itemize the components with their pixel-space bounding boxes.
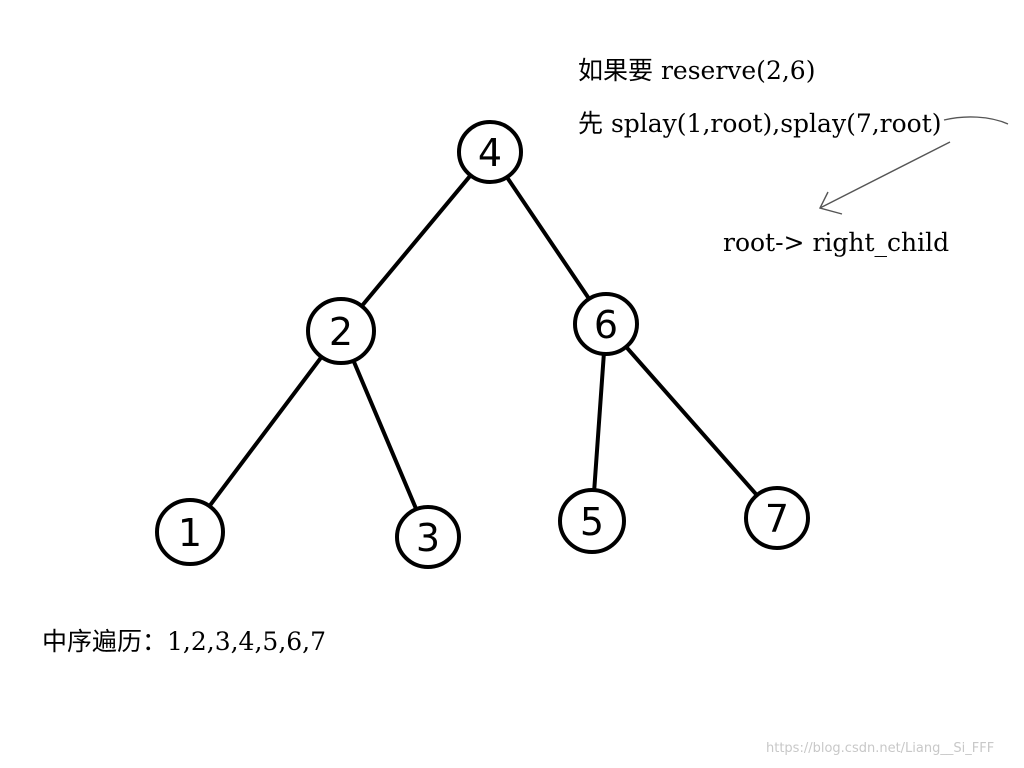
- note-reserve: 如果要 reserve(2,6): [578, 56, 816, 85]
- node-label: 4: [478, 131, 502, 175]
- tree-node-7: 7: [744, 486, 810, 550]
- note-splay: 先 splay(1,root),splay(7,root): [578, 109, 942, 138]
- strike-mark: [943, 116, 1009, 125]
- node-label: 1: [178, 511, 202, 555]
- watermark: https://blog.csdn.net/Liang__Si_FFF: [766, 741, 995, 756]
- edge-2-3: [351, 358, 418, 511]
- note-target: root-> right_child: [723, 228, 950, 257]
- node-label: 7: [765, 497, 789, 541]
- edge-4-2: [359, 173, 473, 309]
- node-label: 2: [329, 310, 353, 354]
- tree-node-5: 5: [558, 488, 626, 554]
- edge-2-1: [207, 354, 324, 509]
- tree-node-6: 6: [573, 292, 639, 356]
- node-label: 5: [580, 500, 604, 544]
- tree-node-3: 3: [395, 505, 461, 569]
- edge-6-5: [592, 352, 606, 493]
- annotation-marks: [818, 116, 1009, 215]
- node-label: 6: [594, 303, 618, 347]
- node-label: 3: [416, 516, 440, 560]
- node-circle: [155, 498, 225, 566]
- node-circle: [573, 292, 639, 356]
- node-circle: [744, 486, 810, 550]
- edge-4-6: [505, 175, 591, 301]
- tree-node-4: 4: [457, 120, 523, 184]
- edge-6-7: [624, 345, 759, 497]
- pointer-arrow-shaft: [819, 141, 951, 209]
- node-circle: [558, 488, 626, 554]
- node-circle: [395, 505, 461, 569]
- node-circle: [306, 297, 376, 365]
- tree-nodes: 4 2 6 1 3 5 7: [155, 120, 810, 569]
- tree-node-2: 2: [306, 297, 376, 365]
- tree-node-1: 1: [155, 498, 225, 566]
- pointer-arrow-head: [818, 191, 843, 215]
- tree-edges: [207, 173, 759, 511]
- node-circle: [457, 120, 523, 184]
- note-inorder: 中序遍历：1,2,3,4,5,6,7: [42, 627, 327, 656]
